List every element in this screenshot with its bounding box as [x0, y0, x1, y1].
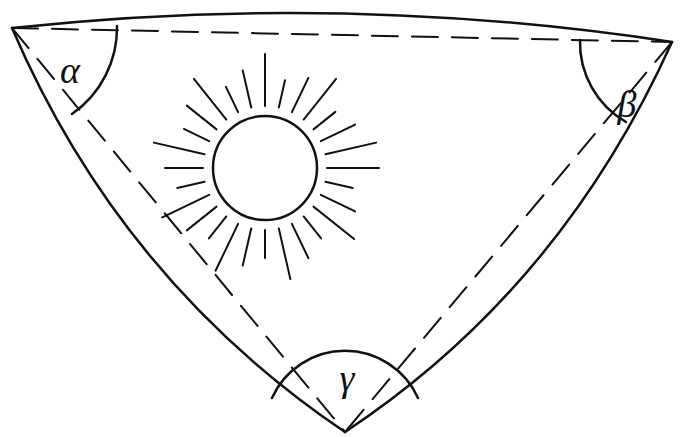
dashed-side [12, 28, 672, 42]
sun-ray [279, 228, 291, 279]
sun-ray [304, 79, 336, 120]
sun-ray [325, 143, 376, 155]
sun-ray [292, 78, 308, 112]
sun-ray [321, 195, 355, 211]
sun-ray [165, 167, 203, 169]
angle-label: γ [340, 359, 355, 397]
sun-ray [187, 106, 217, 130]
sun-ray [313, 207, 354, 239]
sun-ray [325, 182, 352, 188]
sun-ray [327, 167, 379, 169]
sun-ray [154, 143, 205, 155]
sun-ray [184, 129, 209, 141]
curved-side [12, 28, 345, 432]
curved-side [345, 42, 672, 432]
dashed-side [12, 28, 345, 432]
dashed-side [345, 42, 672, 432]
sun-ray [209, 216, 226, 238]
sun-disc [213, 116, 317, 220]
sun-ray [177, 182, 204, 188]
sun-ray [226, 87, 238, 112]
sun-ray [264, 54, 266, 106]
curved-side [12, 13, 672, 42]
sun-ray [243, 71, 251, 108]
sun-ray [264, 230, 266, 258]
sun-ray [187, 207, 217, 231]
angle-arc [272, 351, 418, 398]
sun-ray [313, 112, 335, 129]
sun-rays [154, 54, 379, 279]
sun-ray [243, 228, 251, 265]
angle-label: β [618, 85, 637, 123]
sun-ray [321, 125, 355, 141]
sun-ray [216, 224, 239, 271]
sun-ray [162, 195, 209, 218]
sun-ray [292, 224, 308, 258]
sun-ray [279, 80, 285, 107]
angle-label: α [60, 51, 80, 89]
sun-ray [194, 79, 226, 120]
sun-ray [304, 216, 321, 238]
